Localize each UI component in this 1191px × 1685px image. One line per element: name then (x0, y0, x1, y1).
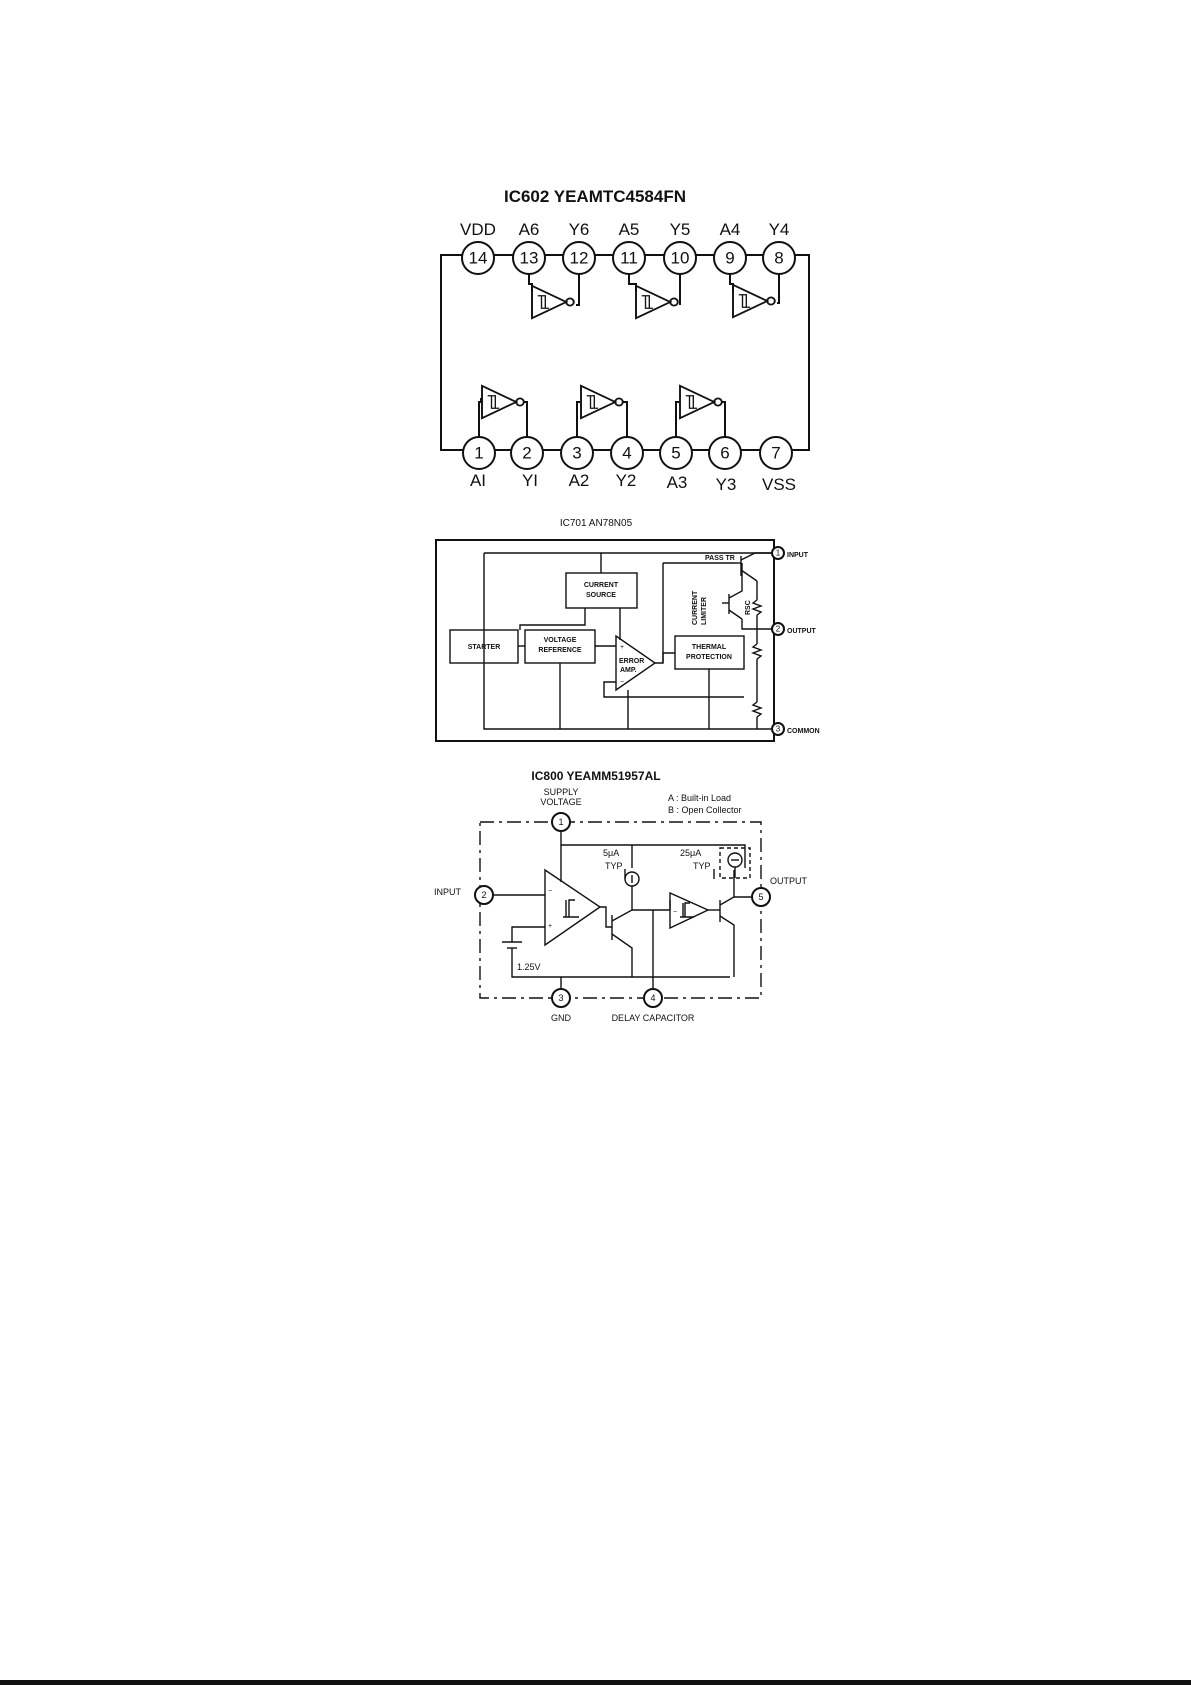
ic701-package (435, 539, 775, 742)
svg-text:−: − (620, 679, 624, 686)
thermal-protection-label: THERMAL (692, 644, 727, 651)
ic701-pin-2 (771, 622, 785, 636)
ic800-pin-2 (474, 885, 494, 905)
current-source-block (565, 572, 638, 609)
ic800-pin-4 (643, 988, 663, 1008)
supply-label: SUPPLY (544, 787, 579, 797)
pin-label: YI (522, 471, 538, 490)
pin-label: Y5 (670, 220, 691, 239)
input-pin-label: INPUT (787, 552, 809, 559)
current-5ua-label: 5μA (603, 848, 619, 858)
ic800-diagram: IC800 YEAMM51957AL SUPPLY VOLTAGE A : Bu… (434, 769, 808, 1023)
thermal-protection-label: PROTECTION (686, 654, 732, 661)
pin-number: 4 (622, 444, 631, 463)
svg-text:−: − (673, 909, 677, 916)
error-amp-symbol (615, 634, 657, 692)
typ-label: TYP (605, 861, 623, 871)
pin-number: 1 (776, 549, 781, 558)
pin-label: VSS (762, 475, 796, 494)
delay-capacitor-label: DELAY CAPACITOR (612, 1013, 695, 1023)
pin-number: 12 (570, 249, 589, 268)
common-pin-label: COMMON (787, 728, 820, 735)
pin-14 (461, 241, 495, 275)
pin-label: A4 (720, 220, 741, 239)
ic701-title: IC701 AN78N05 (560, 518, 633, 529)
pin-number: 4 (650, 993, 655, 1003)
pin-number: 14 (469, 249, 488, 268)
ic701-diagram: IC701 AN78N05 STARTER VOLTAGE REFERENCE … (435, 518, 820, 742)
starter-label: STARTER (468, 644, 501, 651)
vref-label: 1.25V (517, 962, 541, 972)
pin-number: 5 (671, 444, 680, 463)
pass-tr-label: PASS TR (705, 555, 735, 562)
ic800-pin-5 (751, 887, 771, 907)
current-25ua-label: 25μA (680, 848, 701, 858)
current-limiter-label: CURRENT (692, 590, 699, 625)
ic602-bottom-pins: 1 2 3 4 5 6 7 AI YI A2 Y2 A3 Y3 VSS (462, 436, 796, 494)
ic602-diagram: IC602 YEAMTC4584FN 14 13 12 11 10 9 8 VD… (440, 187, 810, 494)
output-pin-label: OUTPUT (787, 628, 817, 635)
output-label: OUTPUT (770, 876, 808, 886)
ic800-pin-3 (551, 988, 571, 1008)
pin-label: Y2 (616, 471, 637, 490)
page-bottom-border (0, 1680, 1191, 1685)
error-amp-label: ERROR (619, 658, 644, 665)
pin-number: 2 (522, 444, 531, 463)
current-source-label: SOURCE (586, 592, 616, 599)
pin-number: 9 (725, 249, 734, 268)
pin-number: 10 (671, 249, 690, 268)
ic602-top-gates (528, 274, 780, 320)
comparator-2-symbol (669, 891, 710, 930)
pin-number: 3 (558, 993, 563, 1003)
pin-label: A2 (569, 471, 590, 490)
supply-label: VOLTAGE (540, 797, 581, 807)
pin-label: Y4 (769, 220, 790, 239)
legend-open-collector: B : Open Collector (668, 805, 742, 815)
voltage-reference-label: REFERENCE (538, 647, 582, 654)
ic701-pin-3 (771, 722, 785, 736)
svg-text:+: + (620, 644, 624, 651)
error-amp-label: AMP. (620, 667, 637, 674)
gnd-label: GND (551, 1013, 572, 1023)
pin-label: A6 (519, 220, 540, 239)
pin-label: VDD (460, 220, 496, 239)
typ-label: TYP (693, 861, 711, 871)
current-limiter-label: LIMITER (701, 597, 708, 625)
ic800-title: IC800 YEAMM51957AL (531, 769, 660, 783)
pin-number: 6 (720, 444, 729, 463)
pin-number: 2 (776, 625, 781, 634)
ic800-pin-1 (551, 812, 571, 832)
current-source-label: CURRENT (584, 582, 619, 589)
pin-number: 2 (481, 890, 486, 900)
pin-label: A3 (667, 473, 688, 492)
rsc-label: RSC (745, 600, 752, 615)
pin-number: 11 (620, 249, 638, 268)
svg-text:+: + (548, 923, 552, 930)
ic701-pin-1 (771, 546, 785, 560)
pin-7 (759, 436, 793, 470)
pin-label: AI (470, 471, 486, 490)
pin-number: 13 (520, 249, 539, 268)
pin-number: 1 (474, 444, 483, 463)
pin-number: 5 (758, 892, 763, 902)
pin-number: 7 (771, 444, 780, 463)
comparator-1-symbol (544, 868, 602, 947)
pin-number: 3 (776, 725, 781, 734)
input-label: INPUT (434, 887, 462, 897)
pin-label: A5 (619, 220, 640, 239)
thermal-protection-block (674, 635, 745, 670)
svg-text:−: − (548, 888, 552, 895)
pin-label: Y6 (569, 220, 590, 239)
voltage-reference-label: VOLTAGE (544, 637, 577, 644)
pin-number: 3 (572, 444, 581, 463)
pin-number: 1 (558, 817, 563, 827)
pin-label: Y3 (716, 475, 737, 494)
ic602-title: IC602 YEAMTC4584FN (504, 187, 686, 206)
pin-number: 8 (774, 249, 783, 268)
ic602-bottom-gates (478, 384, 726, 437)
legend-built-in-load: A : Built-in Load (668, 793, 731, 803)
ic602-top-pins: 14 13 12 11 10 9 8 VDD A6 Y6 A5 Y5 A4 Y4 (460, 220, 796, 275)
